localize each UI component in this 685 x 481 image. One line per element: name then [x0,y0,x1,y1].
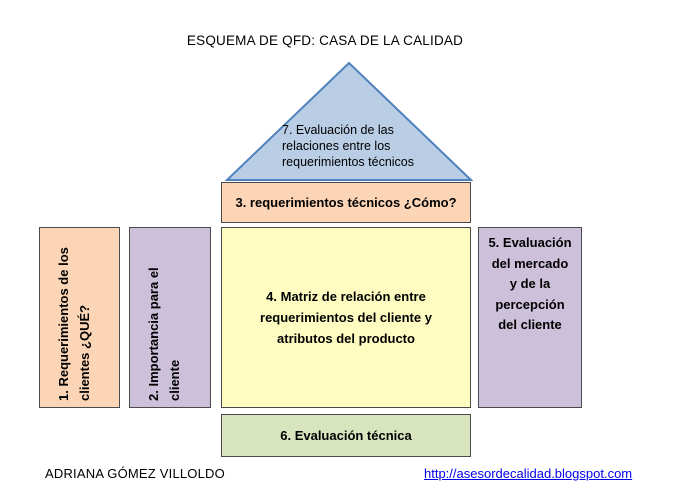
market-label-line: percepción [495,296,565,312]
blog-link[interactable]: http://asesordecalidad.blogspot.com [424,466,633,481]
diagram-title: ESQUEMA DE QFD: CASA DE LA CALIDAD [186,33,464,48]
customer-requirements-box: 1. Requerimientos de los clientes ¿QUÉ? [39,227,120,408]
relationship-matrix-label: 4. Matriz de relación entre requerimient… [260,286,432,349]
author-name: ADRIANA GÓMEZ VILLOLDO [45,466,225,481]
market-evaluation-box: 5. Evaluación del mercado y de la percep… [478,227,582,408]
technical-evaluation-box: 6. Evaluación técnica [221,414,471,457]
relationship-matrix-box: 4. Matriz de relación entre requerimient… [221,227,471,408]
market-label-line: y de la [509,276,551,291]
technical-evaluation-label: 6. Evaluación técnica [280,428,412,443]
roof-label-line: requerimientos técnicos [282,155,415,169]
matrix-label-line: atributos del producto [277,331,415,346]
roof-label-line: 7. Evaluación de las [282,123,394,137]
customer-requirements-label: 1. Requerimientos de los clientes ¿QUÉ? [40,228,119,407]
what-label-line: clientes ¿QUÉ? [77,304,92,401]
house-roof-triangle [224,61,474,181]
market-label-line: 5. Evaluación [488,235,572,250]
matrix-label-line: requerimientos del cliente y [260,310,432,325]
importance-label-line: cliente [167,359,182,401]
importance-label-line: 2. Importancia para el [146,267,161,401]
market-label-line: del cliente [498,317,562,332]
what-label-line: 1. Requerimientos de los [56,247,71,401]
customer-importance-label: 2. Importancia para el cliente [130,228,210,407]
roof-label-line: relaciones entre los [282,139,391,153]
customer-importance-box: 2. Importancia para el cliente [129,227,211,408]
matrix-label-line: 4. Matriz de relación entre [266,289,426,304]
market-label-line: del mercado [491,255,569,271]
technical-requirements-box: 3. requerimientos técnicos ¿Cómo? [221,182,471,223]
roof-shape [224,61,474,181]
technical-requirements-label: 3. requerimientos técnicos ¿Cómo? [235,195,457,210]
roof-label: 7. Evaluación de las relaciones entre lo… [282,122,442,170]
